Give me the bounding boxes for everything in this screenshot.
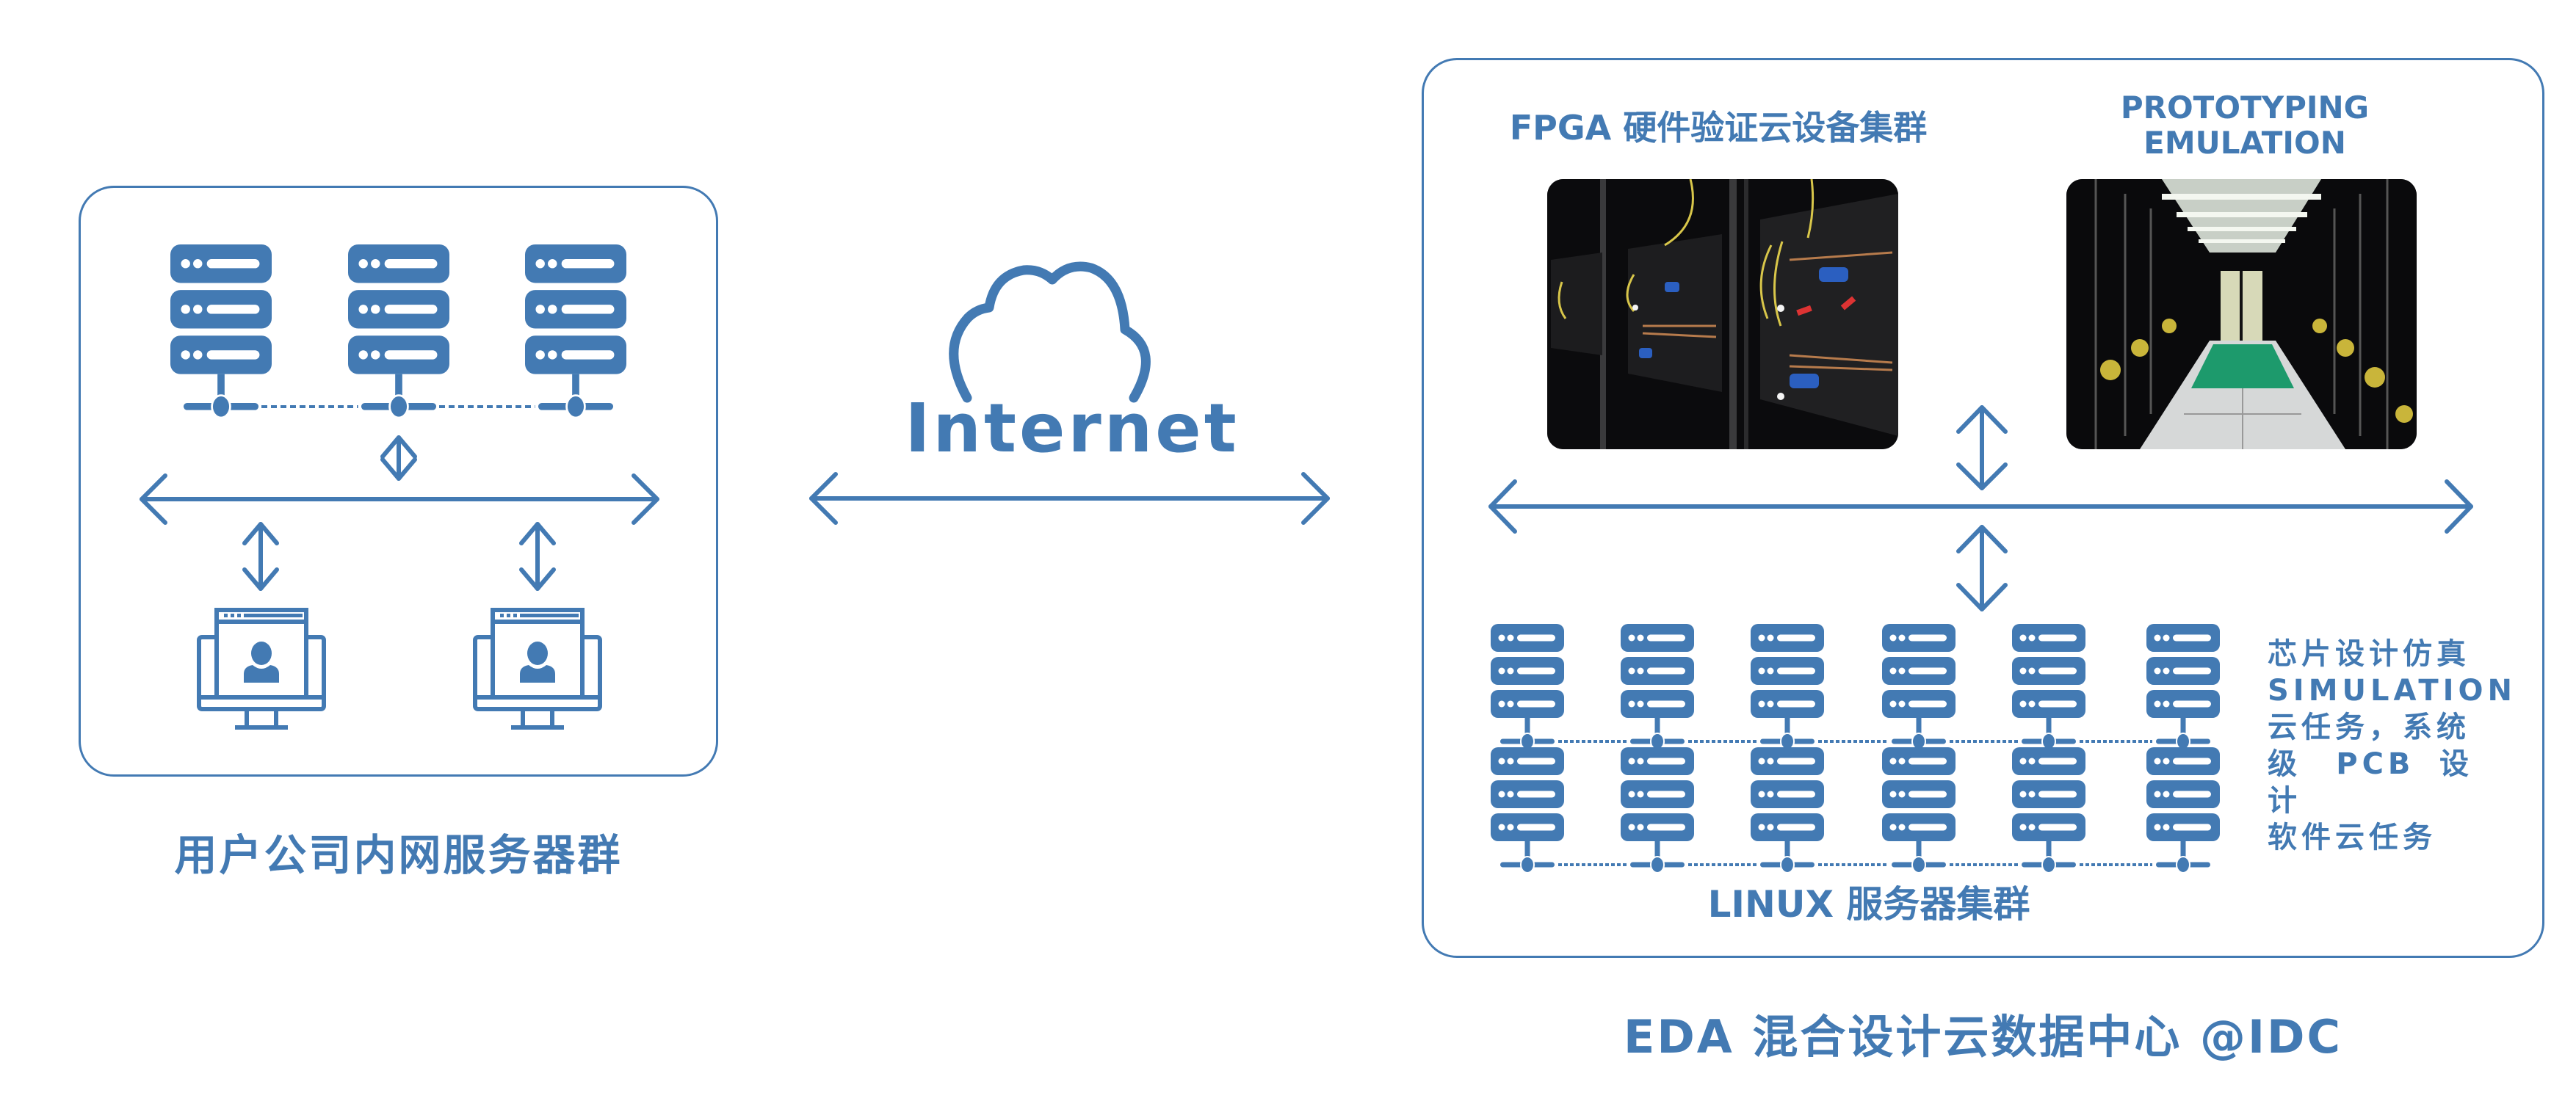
lan-bus-arrow-icon [1488,479,2473,534]
server-rack-icon [1621,747,1694,874]
description-line: 级 PCB 设计 [2268,747,2473,818]
server-rack-icon [1491,747,1564,874]
company-intranet-panel [79,186,718,777]
bidirectional-arrow-icon [519,522,556,591]
server-rack-icon [2012,747,2085,874]
server-rack-icon [2146,624,2220,750]
description-line: 云任务，系统 [2268,711,2470,744]
internet-label: Internet [905,389,1240,468]
server-rack-icon [1882,624,1955,750]
network-link-dashed [1558,740,1627,743]
network-link-dashed [1688,863,1756,866]
cloud-icon [949,261,1151,403]
network-link-dashed [1950,740,2018,743]
network-link-dashed [1818,863,1888,866]
server-rack-icon [170,244,272,419]
prototyping-caption-line1: PROTOTYPING [2120,90,2370,126]
lan-bus-arrow-icon [140,473,659,525]
description-line: 软件云任务 [2268,821,2436,854]
bidirectional-arrow-icon [380,435,417,481]
server-rack-icon [2012,624,2085,750]
server-rack-icon [1621,624,1694,750]
network-link-dashed [1558,863,1627,866]
datacenter-panel-title: EDA 混合设计云数据中心 @IDC [1623,1010,2342,1064]
user-monitor-icon [197,608,326,730]
description-line: 芯片设计仿真 [2268,637,2470,671]
network-link-dashed [2080,863,2152,866]
datacenter-aisle-photo [2066,179,2417,449]
server-rack-icon [1751,747,1824,874]
bidirectional-arrow-icon [1956,525,2008,611]
bidirectional-arrow-icon [1956,405,2008,490]
bidirectional-arrow-icon [242,522,279,591]
linux-cluster-caption: LINUX 服务器集群 [1707,883,2030,926]
server-rack-icon [525,244,626,419]
fpga-rack-photo [1547,179,1898,449]
network-link-dashed [2080,740,2152,743]
server-rack-icon [1751,624,1824,750]
network-link-dashed [261,404,358,408]
server-rack-icon [1491,624,1564,750]
prototyping-caption-line2: EMULATION [2143,125,2346,161]
network-link-dashed [1818,740,1888,743]
server-rack-icon [2146,747,2220,874]
intranet-panel-title: 用户公司内网服务器群 [174,830,623,880]
network-link-dashed [1950,863,2018,866]
server-rack-icon [348,244,449,419]
network-link-dashed [439,404,535,408]
user-monitor-icon [473,608,602,730]
server-rack-icon [1882,747,1955,874]
simulation-description: 芯片设计仿真 SIMULATION 云任务，系统 级 PCB 设计 软件云任务 [2268,636,2517,856]
network-link-dashed [1688,740,1756,743]
description-line: SIMULATION [2268,674,2517,708]
fpga-cluster-caption: FPGA 硬件验证云设备集群 [1509,108,1928,148]
